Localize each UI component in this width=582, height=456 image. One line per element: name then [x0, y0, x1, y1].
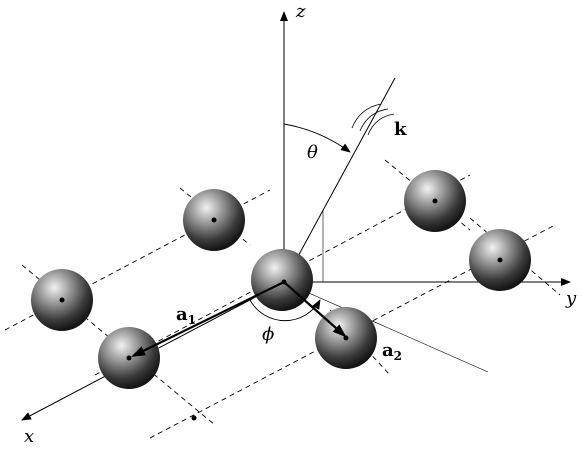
a2-vector-line	[283, 281, 347, 338]
site-dot	[59, 297, 65, 303]
wavefront-arcs	[351, 103, 395, 136]
site-dot	[211, 217, 217, 223]
x-axis-label: x	[24, 426, 34, 447]
site-dot	[432, 198, 438, 204]
wave-vector	[283, 77, 489, 373]
y-axis-label: y	[565, 288, 577, 309]
lattice-col-line	[469, 217, 561, 296]
a1-label: a1	[176, 304, 196, 327]
site-dot	[497, 257, 503, 263]
a2-label-base: a	[382, 340, 394, 361]
site-dot	[126, 355, 132, 361]
theta-arc	[283, 123, 351, 153]
origin-atom	[251, 249, 313, 311]
a1-label-sub: 1	[188, 313, 196, 327]
lattice-spheres	[31, 170, 531, 389]
a1-label-base: a	[176, 304, 188, 325]
a2-label-sub: 2	[394, 349, 402, 363]
lattice-col-line	[21, 264, 216, 426]
theta-label: θ	[307, 142, 318, 163]
k-projection-line	[283, 281, 489, 373]
site-dot	[191, 415, 197, 421]
a1-vector-line	[131, 281, 285, 357]
k-vector-line	[283, 77, 396, 283]
lattice-col-line	[329, 309, 391, 376]
lattice-vectors	[131, 281, 347, 357]
k-label: k	[394, 119, 407, 140]
phi-label: ϕ	[262, 324, 274, 345]
a2-label: a2	[382, 340, 402, 363]
z-axis-label: z	[295, 1, 306, 22]
